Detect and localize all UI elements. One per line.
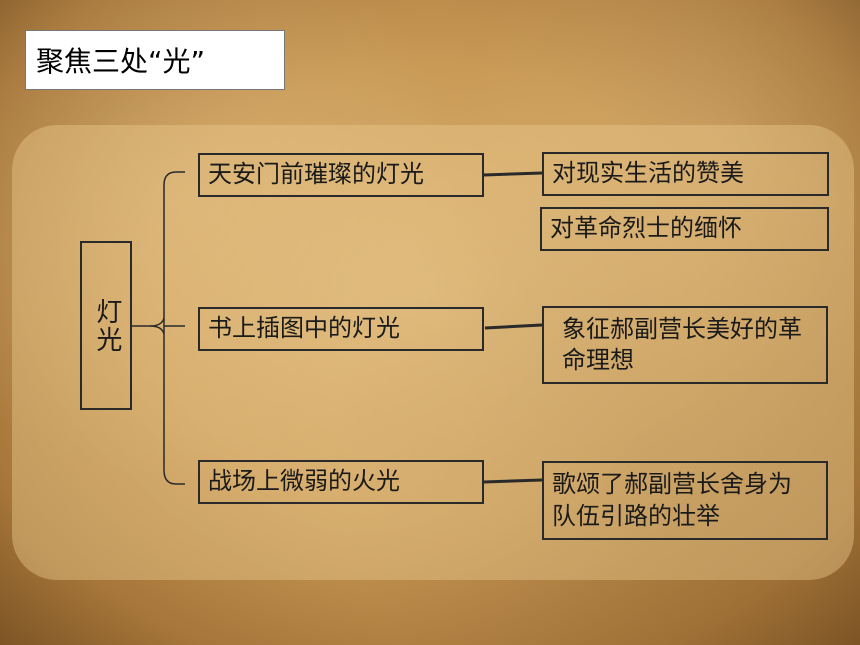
connector-3 — [483, 478, 543, 484]
connector-1 — [483, 171, 543, 177]
branch-node-1: 天安门前璀璨的灯光 — [198, 153, 484, 197]
meaning-node-3: 歌颂了郝副营长舍身为队伍引路的壮举 — [542, 461, 828, 540]
branch-brace — [163, 171, 185, 485]
branch-node-2: 书上插图中的灯光 — [198, 307, 484, 351]
slide-title: 聚焦三处“光” — [25, 30, 285, 90]
root-node: 灯光 — [80, 241, 132, 410]
meaning-node-2: 象征郝副营长美好的革命理想 — [542, 306, 828, 384]
root-connector-lower — [149, 325, 165, 335]
meaning-node-1a: 对现实生活的赞美 — [542, 152, 829, 196]
connector-2 — [484, 323, 543, 330]
meaning-node-1b: 对革命烈士的缅怀 — [540, 207, 829, 251]
root-connector — [132, 317, 165, 327]
content-panel — [12, 125, 854, 580]
branch-node-3: 战场上微弱的火光 — [198, 460, 484, 504]
